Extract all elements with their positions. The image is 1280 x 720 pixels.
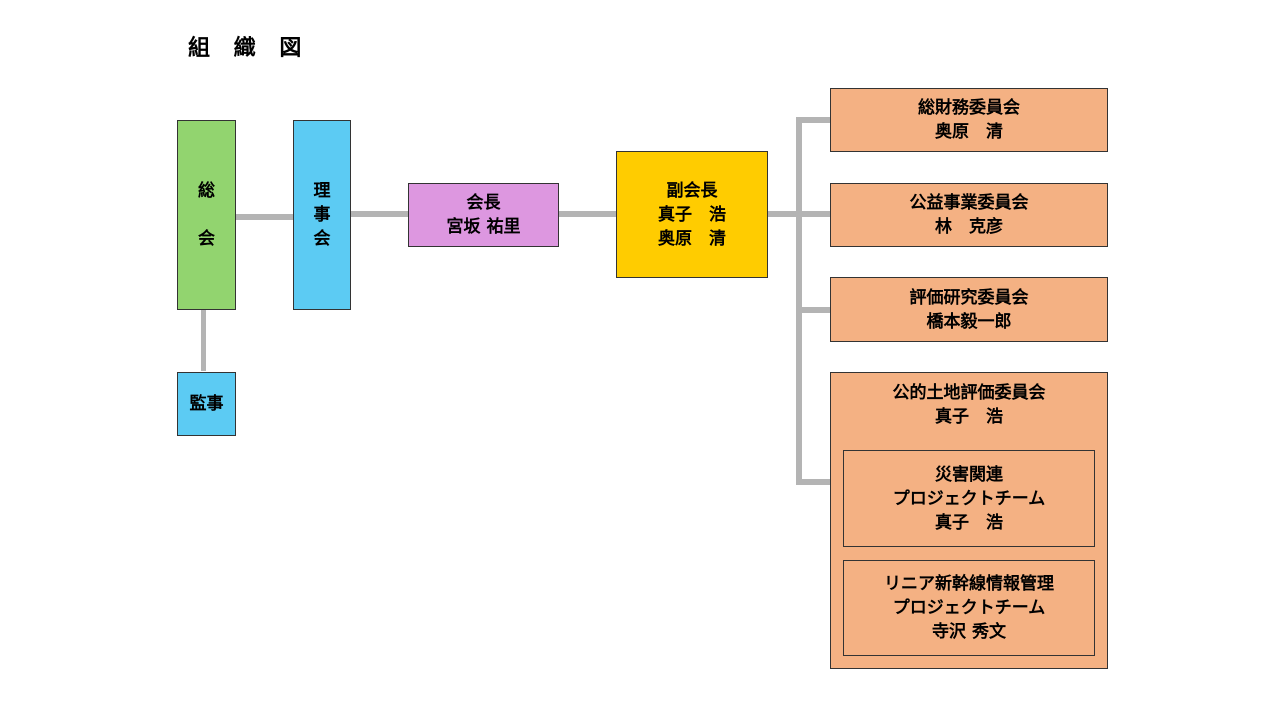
node-soukai-char-2: 会: [198, 229, 215, 249]
committee-name: 評価研究委員会: [909, 287, 1029, 308]
committee-name: 総財務委員会: [918, 98, 1020, 118]
node-kaichou-name: 宮坂 祐里: [446, 217, 521, 237]
connector-branch-2: [796, 211, 830, 217]
committee-chair: 橋本毅一郎: [926, 311, 1012, 332]
node-rijikai-char-3: 会: [313, 229, 331, 249]
committee-name: 公的土地評価委員会: [892, 383, 1046, 403]
team-lead: 真子 浩: [935, 512, 1003, 533]
team-saigai-kanren: 災害関連 プロジェクトチーム 真子 浩: [843, 450, 1095, 547]
committee-koueki-jigyou: 公益事業委員会 林 克彦: [830, 183, 1108, 247]
committee-chair: 真子 浩: [935, 407, 1003, 427]
node-rijikai: 理 事 会: [293, 120, 351, 310]
connector-soukai-rijikai: [235, 214, 293, 220]
node-soukai: 総 会: [177, 120, 236, 310]
committee-kouteki-tochi-hyouka: 公的土地評価委員会 真子 浩 災害関連 プロジェクトチーム 真子 浩 リニア新幹…: [830, 372, 1108, 669]
node-kaichou: 会長 宮坂 祐里: [408, 183, 559, 247]
node-kaichou-role: 会長: [466, 193, 501, 213]
page-title: 組 織 図: [188, 35, 310, 61]
team-name: リニア新幹線情報管理: [884, 574, 1054, 594]
team-name: 災害関連: [935, 464, 1003, 485]
node-fukukaichou: 副会長 真子 浩 奥原 清: [616, 151, 768, 278]
team-linear-shinkansen: リニア新幹線情報管理 プロジェクトチーム 寺沢 秀文: [843, 560, 1095, 656]
team-type: プロジェクトチーム: [892, 488, 1046, 509]
connector-branch-1: [796, 117, 830, 123]
connector-soukai-kanji: [201, 309, 206, 371]
committee-name: 公益事業委員会: [909, 193, 1029, 213]
committee-chair: 林 克彦: [935, 217, 1003, 237]
node-kanji: 監事: [177, 372, 236, 436]
connector-branch-4: [796, 479, 830, 485]
connector-fukukaichou-trunk: [767, 211, 800, 217]
connector-kaichou-fukukaichou: [558, 211, 616, 217]
node-rijikai-char-1: 理: [313, 181, 331, 201]
team-lead: 寺沢 秀文: [932, 622, 1006, 642]
committee-hyouka-kenkyuu: 評価研究委員会 橋本毅一郎: [830, 277, 1108, 342]
connector-branch-3: [796, 307, 830, 313]
node-rijikai-char-2: 事: [313, 205, 331, 225]
connector-trunk-vertical: [796, 117, 802, 485]
connector-rijikai-kaichou: [350, 211, 408, 217]
team-type: プロジェクトチーム: [892, 598, 1046, 618]
node-fukukaichou-name-2: 奥原 清: [658, 228, 726, 249]
committee-chair: 奥原 清: [935, 122, 1003, 142]
node-fukukaichou-role: 副会長: [666, 180, 718, 201]
node-kanji-label: 監事: [189, 394, 224, 414]
node-soukai-char-1: 総: [198, 181, 215, 201]
node-fukukaichou-name-1: 真子 浩: [658, 204, 726, 225]
committee-soutzaimu: 総財務委員会 奥原 清: [830, 88, 1108, 152]
